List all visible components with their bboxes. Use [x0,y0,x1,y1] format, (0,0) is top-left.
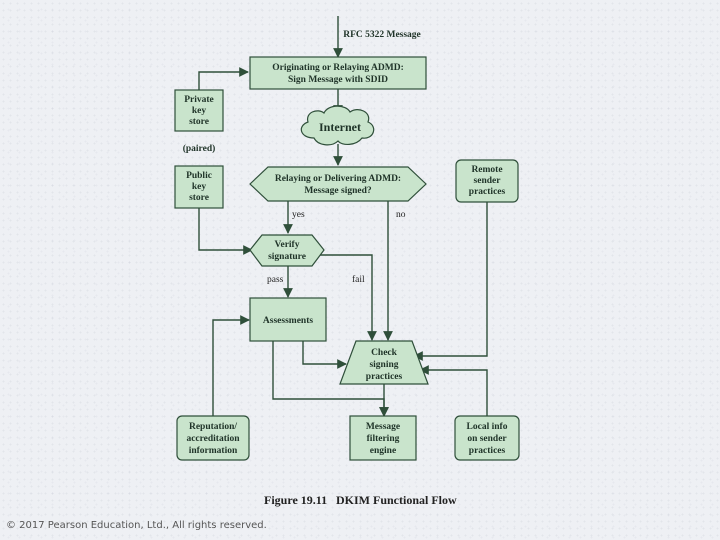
paired-label: (paired) [183,143,216,154]
rfc-message-label: RFC 5322 Message [343,30,421,40]
node-private-key-store: Private key store [174,89,224,132]
check-signing-line-3: practices [366,372,403,382]
edge-private-key-to-originating [198,67,249,90]
node-assessments: Assessments [249,297,327,342]
assessments-label: Assessments [263,316,313,326]
reputation-line-2: accreditation [186,434,240,444]
edges [198,16,488,417]
edge-reputation-to-assessments [212,315,250,416]
local-info-line-3: practices [469,446,506,456]
remote-sender-line-1: Remote [471,165,502,175]
figure-title: DKIM Functional Flow [336,493,457,507]
figure-caption: Figure 19.11 DKIM Functional Flow [264,493,457,507]
private-key-line-1: Private [184,95,214,105]
public-key-line-2: key [192,182,207,192]
node-originating-admd: Originating or Relaying ADMD: Sign Messa… [249,56,427,90]
internet-label: Internet [319,120,361,134]
edge-label-yes: yes [292,210,305,220]
originating-line-1: Originating or Relaying ADMD: [272,63,404,73]
remote-sender-line-3: practices [469,187,506,197]
node-verify-signature: Verify signature [249,234,325,267]
edge-assessments-to-check [302,341,347,369]
check-signing-line-2: signing [369,360,398,370]
check-signing-line-1: Check [371,348,398,358]
edge-label-fail: fail [352,274,365,285]
filtering-line-1: Message [366,422,400,432]
node-internet-cloud: Internet [300,105,375,146]
node-reputation-information: Reputation/ accreditation information [176,415,250,461]
edge-public-key-to-verify [198,208,253,255]
verify-line-2: signature [268,252,306,262]
filtering-line-2: filtering [367,434,400,444]
private-key-line-3: store [189,117,209,127]
node-message-filtering-engine: Message filtering engine [349,415,417,461]
figure-number: Figure 19.11 [264,493,327,507]
node-local-info-practices: Local info on sender practices [454,415,520,461]
local-info-line-1: Local info [467,422,508,432]
node-check-signing-practices: Check signing practices [339,340,429,385]
remote-sender-line-2: sender [474,176,502,186]
edge-label-pass: pass [267,275,284,285]
node-remote-sender-practices: Remote sender practices [455,159,519,203]
copyright-notice: © 2017 Pearson Education, Ltd., All righ… [6,520,267,531]
public-key-line-1: Public [186,171,212,181]
relaying-line-1: Relaying or Delivering ADMD: [275,174,401,184]
reputation-line-3: information [189,446,238,456]
edge-label-no: no [396,210,406,220]
public-key-line-3: store [189,193,209,203]
node-public-key-store: Public key store [174,165,224,209]
relaying-line-2: Message signed? [304,186,372,196]
verify-line-1: Verify [275,240,300,250]
edge-verify-fail-to-check [312,254,377,341]
private-key-line-2: key [192,106,207,116]
edge-remote-sender-to-check [413,202,488,361]
reputation-line-1: Reputation/ [189,422,237,432]
local-info-line-2: on sender [467,434,507,444]
filtering-line-3: engine [370,446,396,456]
node-rfc-message: RFC 5322 Message [343,30,421,40]
originating-line-2: Sign Message with SDID [288,75,388,85]
node-relaying-admd: Relaying or Delivering ADMD: Message sig… [249,166,427,202]
edge-local-info-to-check [419,365,488,416]
